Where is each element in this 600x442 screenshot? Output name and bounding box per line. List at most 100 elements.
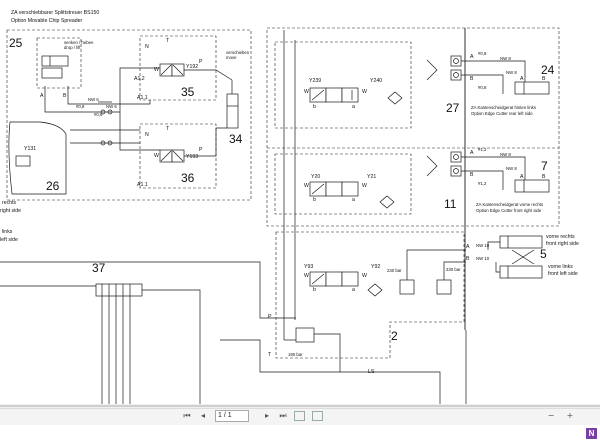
label-7: 7 xyxy=(541,159,548,173)
edge-front-en: Option Edge Cutter front right side xyxy=(476,208,542,213)
svg-text:N: N xyxy=(145,132,149,138)
svg-text:P: P xyxy=(268,314,272,320)
fit-width-icon[interactable] xyxy=(312,411,323,421)
valve-block-27 xyxy=(274,41,412,129)
svg-text:A: A xyxy=(520,76,524,82)
svg-text:W: W xyxy=(154,153,159,159)
valve-block-2 xyxy=(275,231,465,359)
first-page-icon[interactable]: ⏮ xyxy=(183,411,191,420)
svg-text:T: T xyxy=(268,352,272,358)
svg-text:W: W xyxy=(362,89,367,95)
y20-label: Y20 xyxy=(311,174,320,180)
label-24: 24 xyxy=(541,63,555,77)
horizontal-scrollbar-thumb[interactable] xyxy=(0,405,600,407)
svg-text:NW 6: NW 6 xyxy=(106,104,117,109)
svg-text:W: W xyxy=(362,183,367,189)
label-37: 37 xyxy=(92,261,106,275)
svg-text:NW 8: NW 8 xyxy=(506,166,517,171)
a11-label-bottom: A1.1 xyxy=(137,182,148,188)
bar230-right: 230 bar xyxy=(446,267,461,272)
label-5: 5 xyxy=(540,247,547,261)
y193-label: Y193 xyxy=(186,154,198,160)
y93-label: Y93 xyxy=(304,264,313,270)
title-en: Option Movable Chip Spreader xyxy=(11,18,82,24)
y239-label: Y239 xyxy=(309,78,321,84)
front-right-cylinder xyxy=(499,235,543,249)
svg-text:N: N xyxy=(145,44,149,50)
lift-cylinder xyxy=(41,55,69,67)
label-36: 36 xyxy=(181,171,195,185)
a12-label: A1.2 xyxy=(134,76,145,82)
svg-text:A: A xyxy=(520,174,524,180)
label-11: 11 xyxy=(444,197,457,211)
document-page: ZA verschiebbarer Splittstreuer BS150 Op… xyxy=(0,10,579,404)
left-side-left: left side xyxy=(0,237,18,243)
ls-label: LS xyxy=(368,369,375,375)
right-side-left: right side xyxy=(0,208,21,214)
tractor-outline xyxy=(8,121,67,195)
edge-rear-de: ZA Kantenscheidgerat hinten links xyxy=(471,105,536,110)
svg-text:b: b xyxy=(313,197,316,203)
y21-label: Y21 xyxy=(367,174,376,180)
svg-text:W: W xyxy=(304,183,309,189)
svg-text:a: a xyxy=(352,197,355,203)
svg-text:P: P xyxy=(199,59,203,65)
svg-text:#0,8: #0,8 xyxy=(478,85,487,90)
label-2: 2 xyxy=(391,329,398,343)
page-number-input[interactable]: 1 / 1 xyxy=(215,410,249,422)
move: move xyxy=(226,55,237,60)
label-A-left: A xyxy=(40,93,44,99)
svg-text:P: P xyxy=(199,147,203,153)
svg-text:a: a xyxy=(352,287,355,293)
edge-rear-en: Option Edge Cutter rear left side xyxy=(471,111,533,116)
zoom-in-icon[interactable]: + xyxy=(566,411,574,420)
front-left-cylinder xyxy=(499,265,543,279)
svg-text:W: W xyxy=(362,273,367,279)
svg-text:#0,8: #0,8 xyxy=(94,112,103,117)
bar230-left: 230 bar xyxy=(387,268,402,273)
hydraulic-schematic: ZA verschiebbarer Splittstreuer BS150 Op… xyxy=(0,10,579,404)
svg-text:NW 10: NW 10 xyxy=(476,243,490,248)
svg-text:NW 8: NW 8 xyxy=(506,70,517,75)
svg-text:B: B xyxy=(470,172,474,178)
y92-label: Y92 xyxy=(371,264,380,270)
last-page-icon[interactable]: ⏭ xyxy=(279,411,287,420)
label-26: 26 xyxy=(46,179,60,193)
move-cylinder xyxy=(226,93,239,129)
svg-text:T: T xyxy=(166,126,170,132)
svg-text:T: T xyxy=(166,38,170,44)
valve-block-11 xyxy=(274,153,412,215)
svg-text:#1,2: #1,2 xyxy=(478,147,487,152)
zoom-out-icon[interactable]: − xyxy=(547,411,555,420)
prev-page-icon[interactable]: ◂ xyxy=(200,411,205,420)
svg-text:W: W xyxy=(154,67,159,73)
label-B-left: B xyxy=(63,93,67,99)
svg-text:W: W xyxy=(304,273,309,279)
block-37 xyxy=(95,283,143,297)
front-left-side: front left side xyxy=(548,271,578,277)
svg-text:#0,8: #0,8 xyxy=(76,104,85,109)
senken-heben: senken / heben xyxy=(64,40,94,45)
edge-cutter-front-cylinder xyxy=(514,179,550,193)
svg-text:b: b xyxy=(313,287,316,293)
svg-text:NW 10: NW 10 xyxy=(476,256,490,261)
edge-front-de: ZA Kantenscheidgerat vorne rechts xyxy=(476,202,543,207)
svg-text:NW 8: NW 8 xyxy=(500,56,511,61)
svg-text:W: W xyxy=(304,89,309,95)
next-page-icon[interactable]: ▸ xyxy=(264,411,269,420)
a11-label-top: A1.1 xyxy=(137,95,148,101)
viewer-toolbar xyxy=(0,408,600,425)
label-35: 35 xyxy=(181,85,195,99)
front-right-side: front right side xyxy=(546,241,579,247)
svg-text:a: a xyxy=(352,104,355,110)
svg-text:NW 8: NW 8 xyxy=(500,152,511,157)
svg-text:A: A xyxy=(470,150,474,156)
fit-page-icon[interactable] xyxy=(294,411,305,421)
label-34: 34 xyxy=(229,132,243,146)
app-tray-icon[interactable]: N xyxy=(586,428,597,439)
drop-lift: drop / lift xyxy=(64,45,81,50)
chip-spreader-outline xyxy=(6,29,252,201)
svg-text:B: B xyxy=(542,76,546,82)
svg-text:B: B xyxy=(470,76,474,82)
